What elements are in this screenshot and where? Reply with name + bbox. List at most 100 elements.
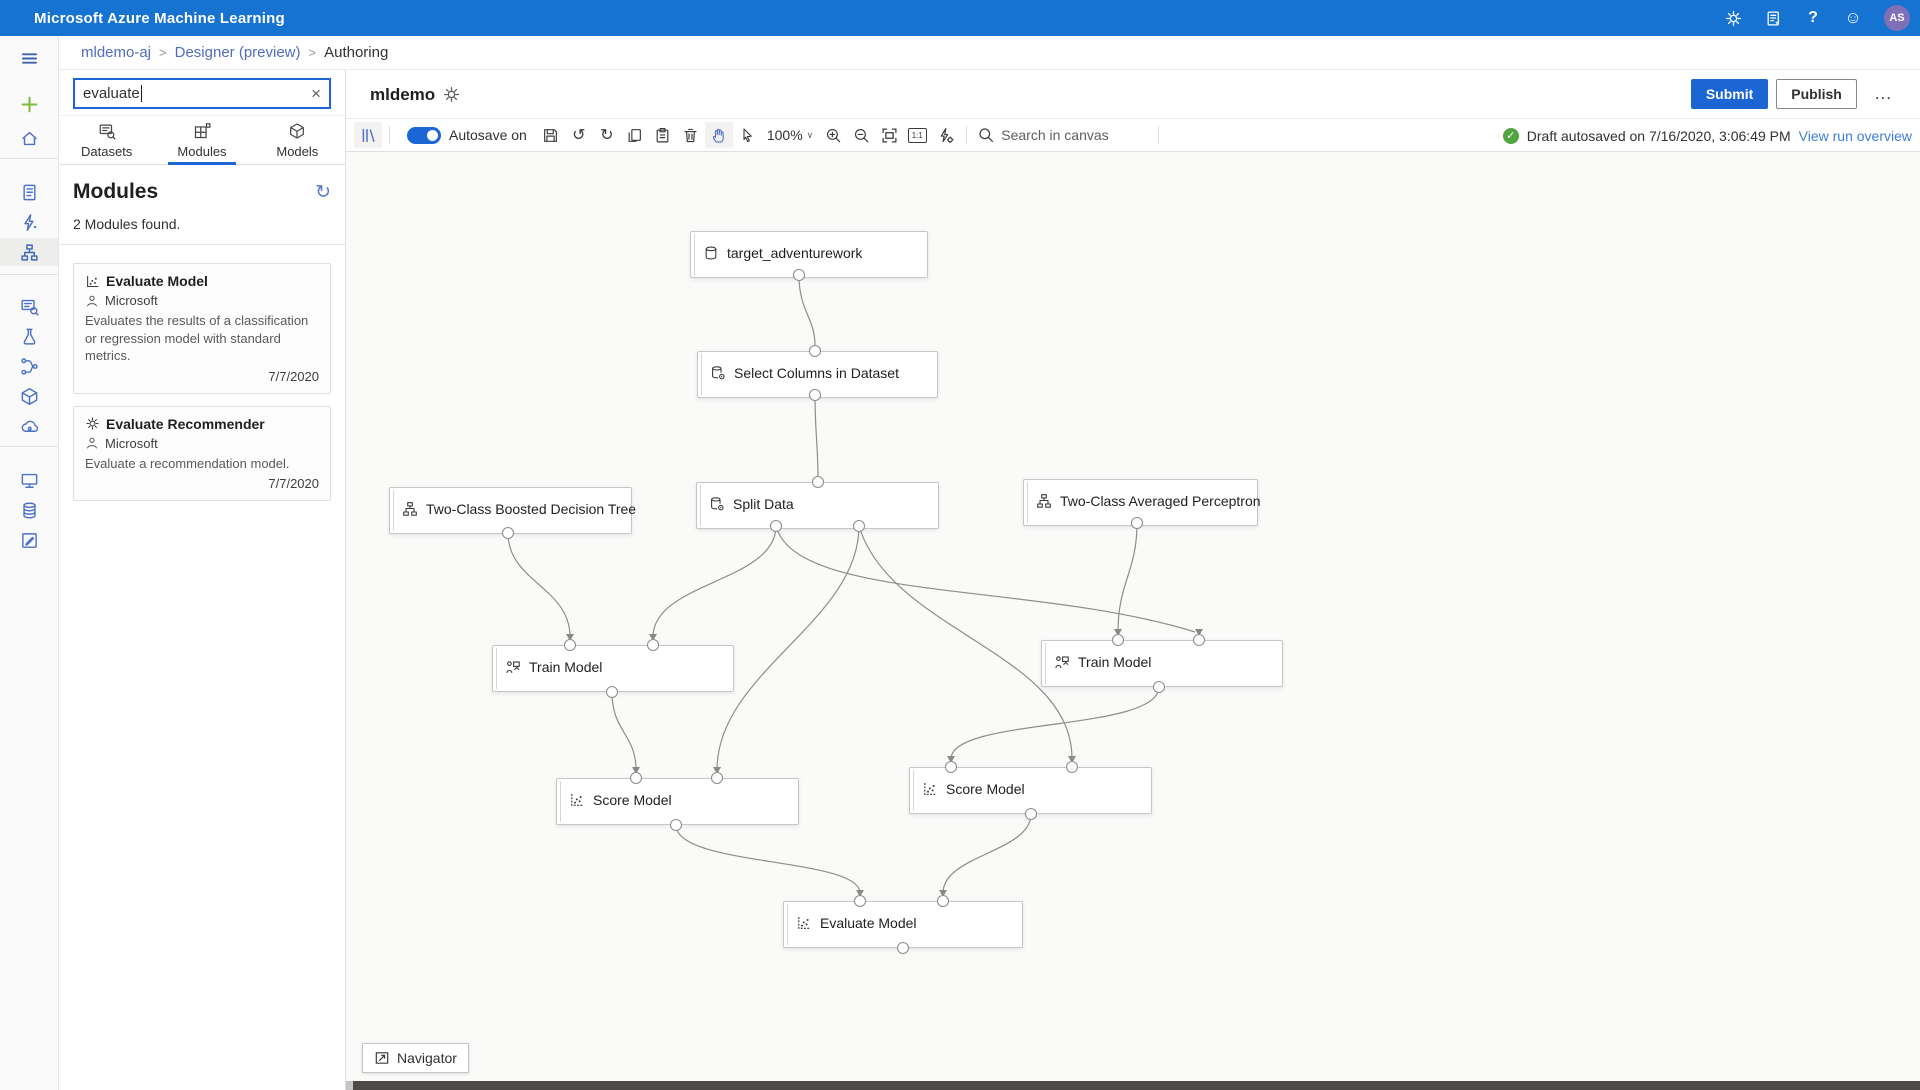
- node-score-model-left[interactable]: Score Model: [556, 778, 799, 825]
- scrollbar-corner: [346, 1081, 353, 1090]
- horizontal-scrollbar[interactable]: [353, 1081, 1920, 1090]
- edge-arrowhead: [947, 756, 955, 763]
- chevron-down-icon: ∨: [806, 129, 814, 140]
- new-plus-icon[interactable]: [0, 90, 58, 118]
- node-train-model-right[interactable]: Train Model: [1041, 640, 1283, 687]
- edge: [611, 691, 637, 771]
- smiley-feedback-icon[interactable]: ☺: [1844, 8, 1862, 27]
- sidebar-item-data-labeling[interactable]: [0, 526, 58, 554]
- tab-models[interactable]: Models: [250, 116, 345, 164]
- sidebar-item-automl[interactable]: [0, 208, 58, 236]
- rail-divider: [0, 158, 58, 159]
- node-score-model-right[interactable]: Score Model: [909, 767, 1152, 814]
- sidebar-item-designer[interactable]: [0, 238, 58, 266]
- breadcrumb-workspace[interactable]: mldemo-aj: [81, 44, 152, 61]
- edge: [942, 813, 1032, 894]
- autosave-status: Draft autosaved on 7/16/2020, 3:06:49 PM: [1526, 127, 1791, 144]
- edge: [716, 525, 860, 771]
- save-icon[interactable]: [537, 122, 565, 148]
- fit-to-screen-icon[interactable]: [875, 122, 903, 148]
- tab-modules[interactable]: Modules: [154, 116, 249, 165]
- tab-label: Datasets: [81, 143, 133, 159]
- redo-icon[interactable]: ↻: [593, 122, 621, 148]
- zoom-level-dropdown[interactable]: 100% ∨: [767, 127, 813, 143]
- module-card-evaluate-model[interactable]: Evaluate Model Microsoft Evaluates the r…: [73, 263, 331, 394]
- navigator-button[interactable]: Navigator: [362, 1043, 469, 1073]
- results-heading: Modules: [73, 180, 159, 203]
- module-card-evaluate-recommender[interactable]: Evaluate Recommender Microsoft Evaluate …: [73, 405, 331, 502]
- canvas-search[interactable]: [978, 127, 1152, 143]
- zoom-in-icon[interactable]: [819, 122, 847, 148]
- paste-icon[interactable]: [649, 122, 677, 148]
- sidebar-item-pipelines[interactable]: [0, 352, 58, 380]
- sidebar-item-endpoints[interactable]: [0, 412, 58, 440]
- node-train-model-left[interactable]: Train Model: [492, 645, 734, 692]
- node-select-columns[interactable]: Select Columns in Dataset: [697, 351, 938, 398]
- node-label: Train Model: [1078, 654, 1152, 670]
- node-label: Two-Class Boosted Decision Tree: [426, 501, 637, 517]
- edge-arrowhead: [649, 634, 657, 641]
- zoom-out-icon[interactable]: [847, 122, 875, 148]
- hamburger-menu-icon[interactable]: [0, 44, 58, 72]
- view-run-overview-link[interactable]: View run overview: [1798, 127, 1912, 144]
- module-search-input[interactable]: evaluate ×: [73, 78, 331, 109]
- toolbar-divider: [1158, 126, 1160, 144]
- auto-layout-icon[interactable]: [931, 122, 959, 148]
- person-icon: [85, 294, 99, 308]
- module-vendor: Microsoft: [105, 293, 158, 308]
- more-options-icon[interactable]: ...: [1874, 84, 1892, 103]
- breadcrumb-designer[interactable]: Designer (preview): [174, 44, 301, 61]
- sidebar-item-experiments[interactable]: [0, 322, 58, 350]
- help-label: ?: [1808, 9, 1818, 26]
- train-icon: [505, 659, 521, 675]
- module-library-icon[interactable]: [354, 122, 382, 148]
- dataset-icon: [703, 245, 719, 261]
- clear-search-icon[interactable]: ×: [311, 84, 321, 103]
- toolbar-divider: [389, 126, 390, 144]
- help-icon[interactable]: ?: [1804, 9, 1822, 27]
- pan-hand-icon[interactable]: [704, 122, 733, 148]
- refresh-icon[interactable]: ↻: [315, 181, 331, 203]
- models-tab-icon: [288, 122, 306, 140]
- node-target-adventurework[interactable]: target_adventurework: [690, 231, 928, 278]
- undo-icon[interactable]: ↺: [565, 122, 593, 148]
- actual-size-icon[interactable]: 1:1: [903, 122, 931, 148]
- select-cursor-icon[interactable]: [733, 122, 761, 148]
- tab-label: Modules: [177, 143, 227, 159]
- settings-gear-icon[interactable]: [1724, 9, 1742, 27]
- algorithm-icon: [1036, 493, 1052, 509]
- datasets-tab-icon: [98, 122, 116, 140]
- pipeline-settings-gear-icon[interactable]: [443, 86, 460, 103]
- delete-icon[interactable]: [677, 122, 705, 148]
- tab-label: Models: [276, 143, 319, 159]
- node-evaluate-model[interactable]: Evaluate Model: [783, 901, 1023, 948]
- feedback-icon[interactable]: [1764, 9, 1782, 27]
- pipeline-canvas[interactable]: target_adventurework Select Columns in D…: [346, 152, 1920, 1090]
- breadcrumb-separator: >: [308, 45, 317, 60]
- result-count: 2 Modules found.: [73, 216, 181, 232]
- algorithm-icon: [402, 501, 418, 517]
- edge: [675, 824, 861, 894]
- user-avatar[interactable]: AS: [1884, 5, 1910, 31]
- breadcrumb-authoring: Authoring: [324, 44, 389, 61]
- undo-glyph: ↺: [572, 127, 586, 144]
- copy-icon[interactable]: [621, 122, 649, 148]
- canvas-search-input[interactable]: [1001, 127, 1152, 143]
- sidebar-item-compute[interactable]: [0, 466, 58, 494]
- node-label: Select Columns in Dataset: [734, 365, 899, 381]
- publish-button[interactable]: Publish: [1776, 79, 1857, 109]
- node-label: Two-Class Averaged Perceptron: [1060, 493, 1261, 509]
- submit-button[interactable]: Submit: [1690, 79, 1769, 109]
- node-boosted-decision-tree[interactable]: Two-Class Boosted Decision Tree: [389, 487, 636, 534]
- tab-datasets[interactable]: Datasets: [59, 116, 154, 164]
- sidebar-item-datastores[interactable]: [0, 496, 58, 524]
- autosave-toggle[interactable]: [407, 126, 441, 144]
- node-averaged-perceptron[interactable]: Two-Class Averaged Perceptron: [1023, 479, 1261, 526]
- data-transform-icon: [710, 365, 726, 381]
- sidebar-item-notebooks[interactable]: [0, 178, 58, 206]
- sidebar-item-models[interactable]: [0, 382, 58, 410]
- sidebar-item-datasets[interactable]: [0, 292, 58, 320]
- home-icon[interactable]: [0, 124, 58, 152]
- node-split-data[interactable]: Split Data: [696, 482, 939, 529]
- edge-arrowhead: [713, 767, 721, 774]
